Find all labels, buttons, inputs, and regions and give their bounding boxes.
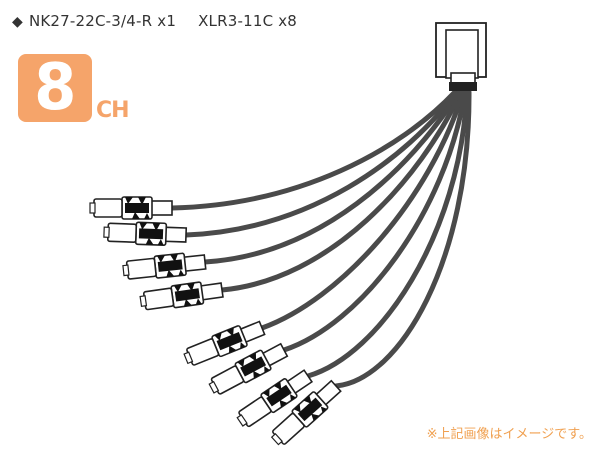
multi-connector-spec: NK27-22C-3/4-R x1 — [28, 12, 177, 30]
xlr-connector-3 — [121, 250, 207, 283]
cable-3 — [202, 89, 462, 265]
spec-line: ◆ NK27-22C-3/4-R x1 XLR3-11C x8 — [12, 12, 297, 30]
channel-count-number: 8 — [33, 51, 77, 125]
multi-connector-icon — [435, 22, 487, 91]
xlr-connector-4 — [138, 278, 225, 314]
cable-4 — [219, 89, 464, 293]
xlr-connector-2 — [102, 220, 188, 247]
cable-1 — [169, 89, 458, 211]
channel-unit-label: CH — [96, 98, 130, 123]
diamond-bullet-icon: ◆ — [12, 14, 23, 30]
image-disclaimer-note: ※上記画像はイメージです。 — [426, 427, 592, 442]
xlr-connector-1 — [89, 196, 173, 220]
xlr-connector-spec: XLR3-11C x8 — [198, 12, 298, 30]
cable-8 — [333, 89, 472, 389]
cable-7 — [305, 89, 470, 379]
cable-5 — [259, 89, 466, 331]
cable-2 — [183, 89, 460, 238]
cable-6 — [281, 89, 468, 353]
channel-count-badge: 8 — [18, 54, 92, 122]
cable-bundle — [169, 89, 472, 389]
